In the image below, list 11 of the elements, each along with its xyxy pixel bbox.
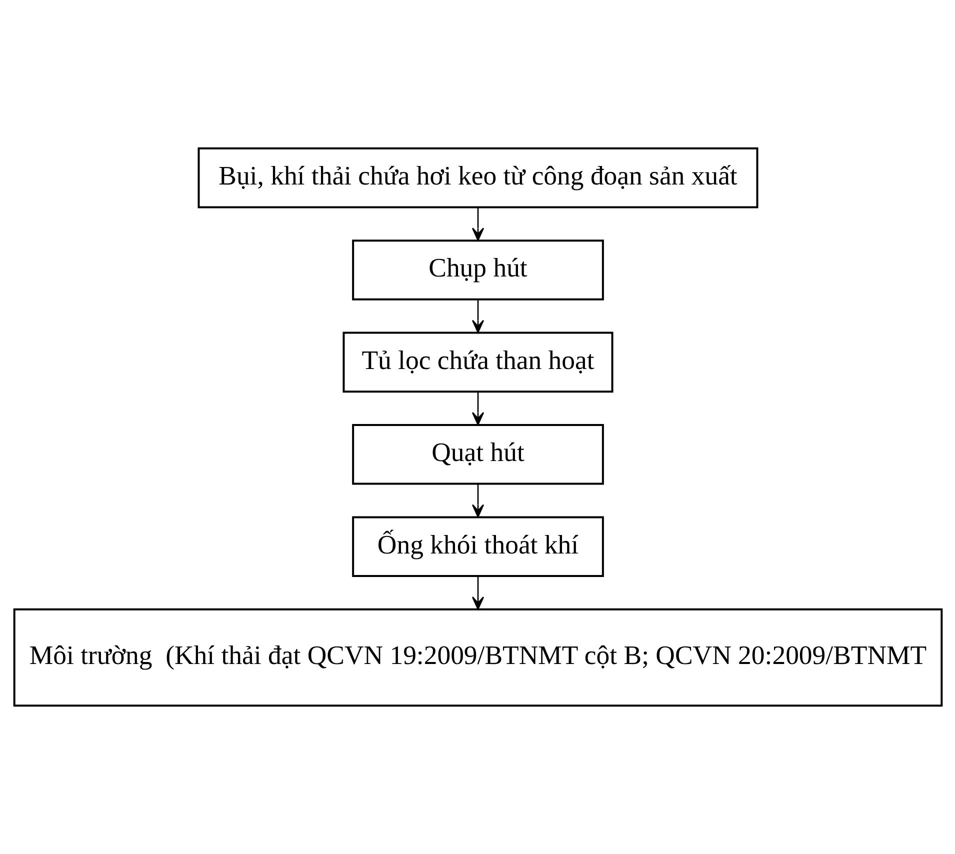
node-box: Quạt hút — [352, 424, 604, 485]
node-box: Môi trường (Khí thải đạt QCVN 19:2009/BTNMT cột B; QCVN 20:2009/BTNMT — [12, 608, 942, 707]
arrow — [471, 300, 484, 334]
node-box: Bụi, khí thải chứa hơi keo từ công đoạn sản xuất — [197, 147, 758, 208]
arrow — [471, 484, 484, 518]
arrow — [471, 576, 484, 610]
node-box: Ống khói thoát khí — [352, 516, 604, 577]
arrow — [471, 392, 484, 426]
node-box: Chụp hút — [352, 240, 604, 300]
arrow — [471, 207, 484, 241]
node-box: Tủ lọc chứa than hoạt — [342, 332, 613, 393]
